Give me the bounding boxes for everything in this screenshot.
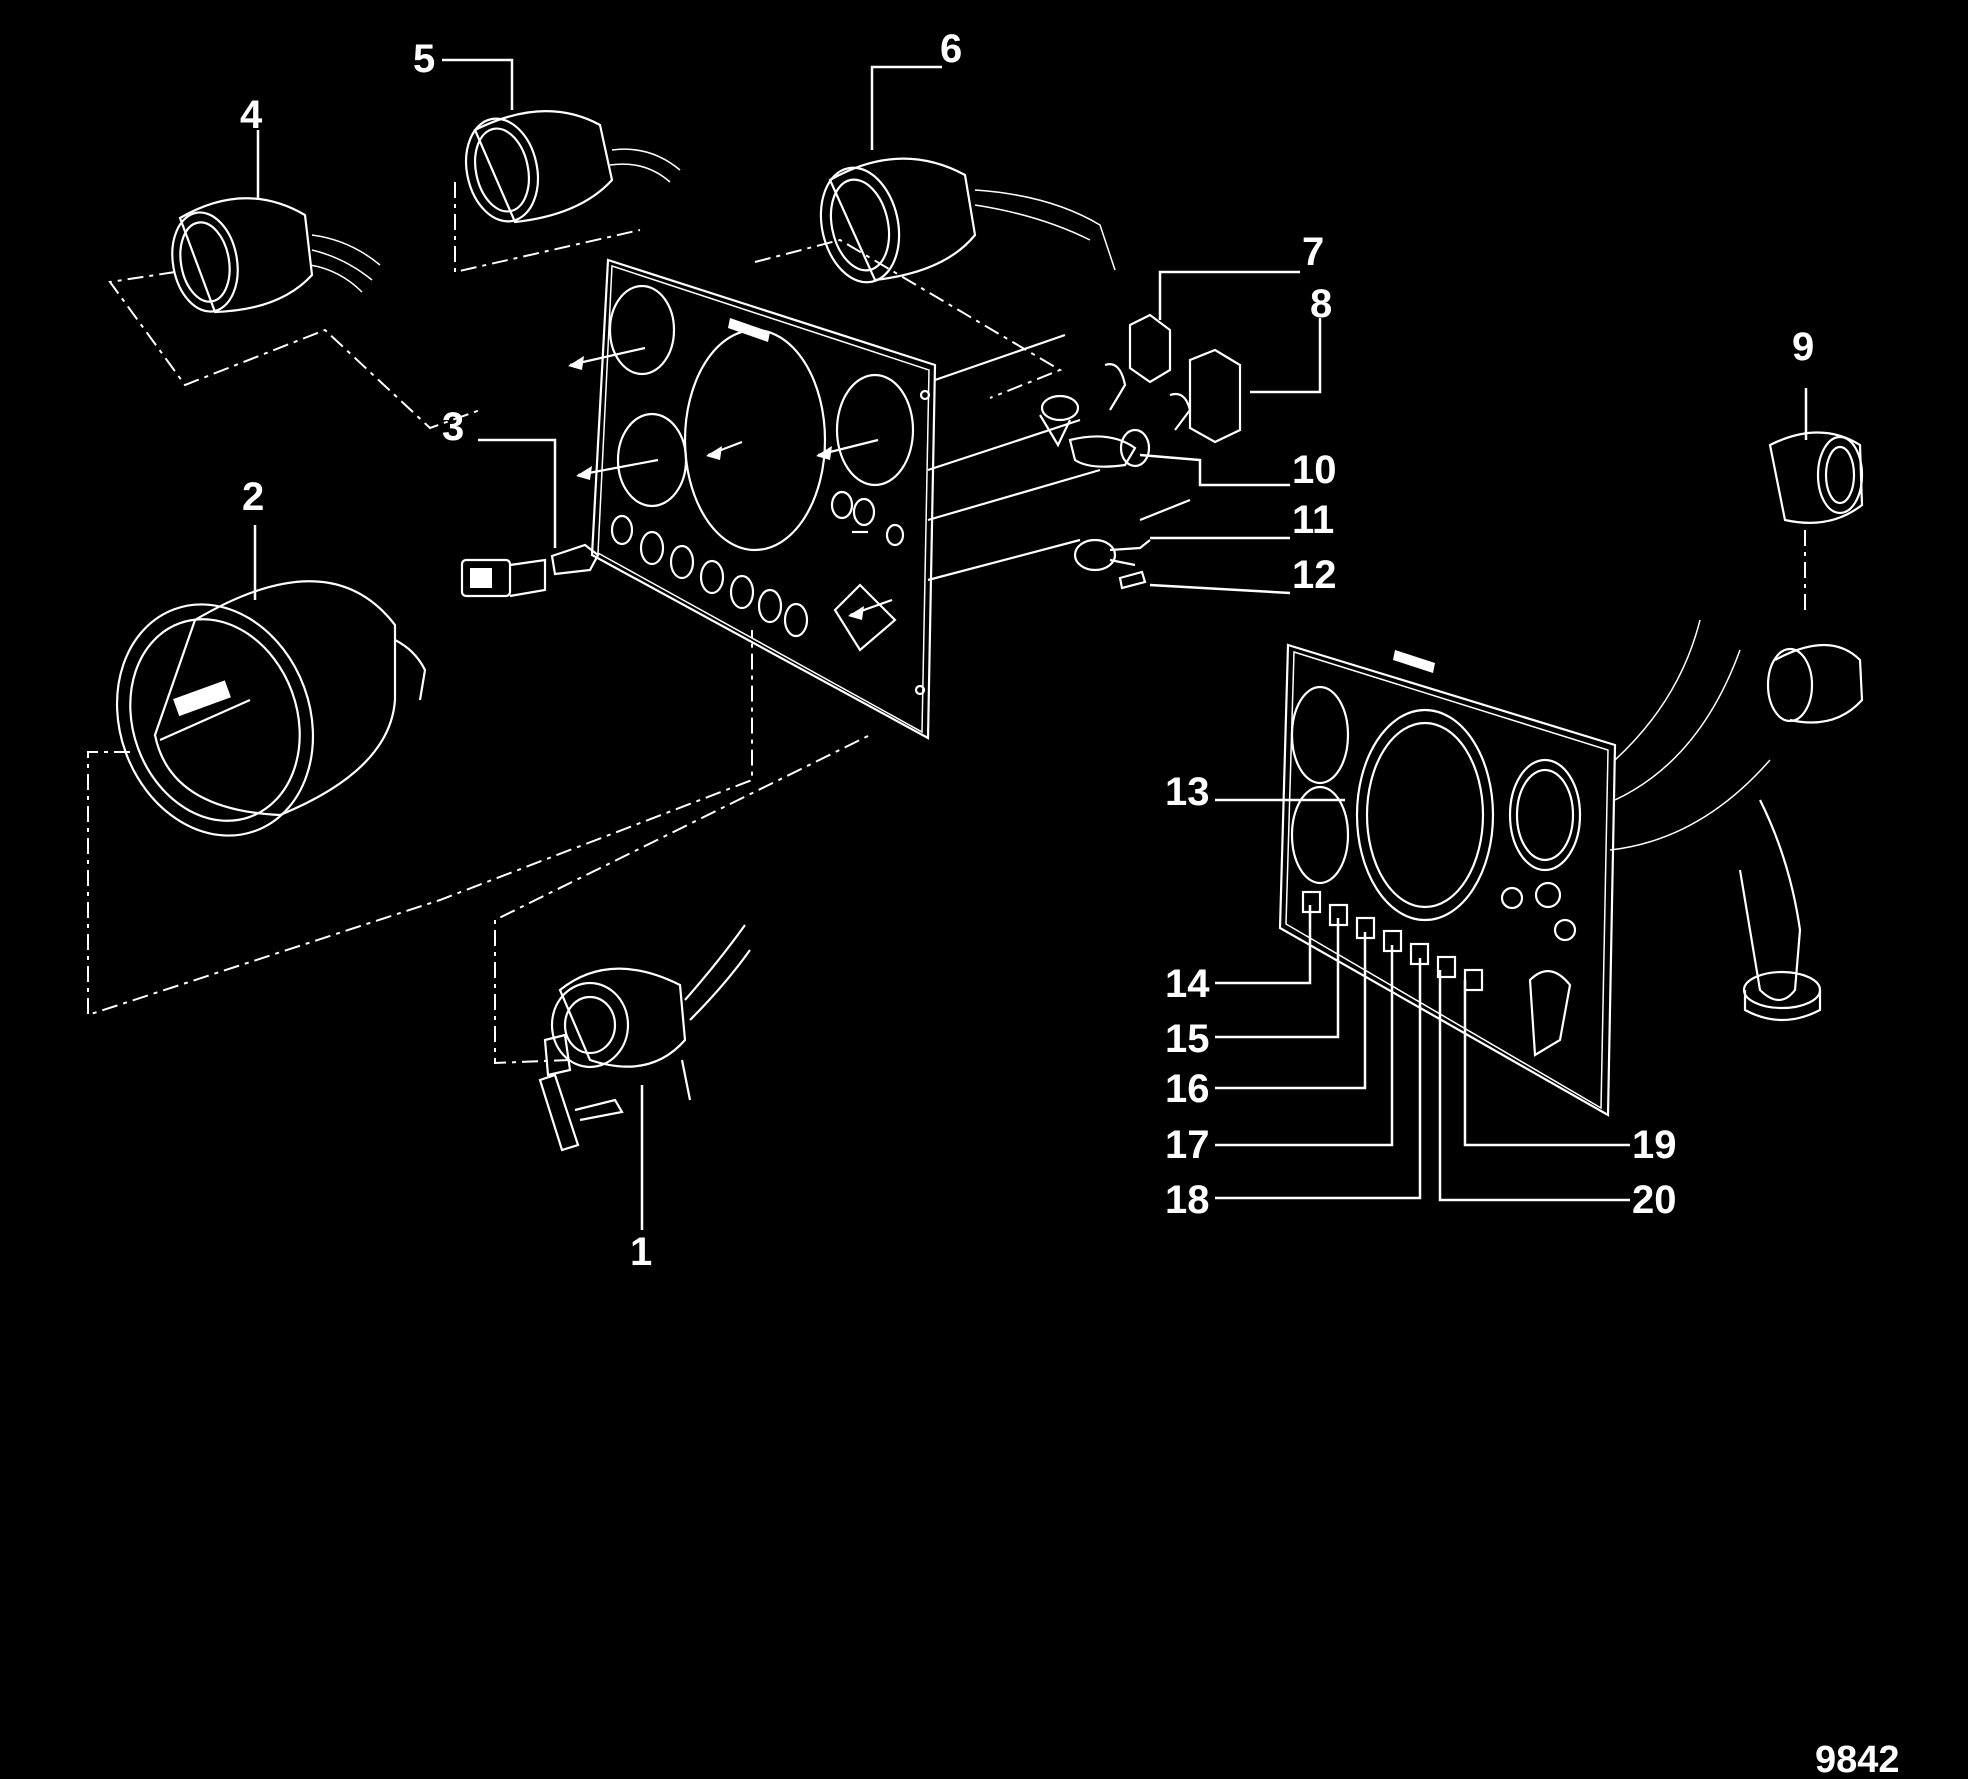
callout-2: 2 — [242, 475, 264, 519]
callout-14: 14 — [1165, 962, 1210, 1006]
callout-16: 16 — [1165, 1067, 1210, 1111]
callout-20: 20 — [1632, 1178, 1677, 1222]
callout-18: 18 — [1165, 1178, 1210, 1222]
callout-6: 6 — [940, 27, 962, 71]
callout-1: 1 — [630, 1230, 652, 1274]
gauge-5 — [464, 110, 681, 224]
gauge-6 — [819, 157, 1116, 284]
assembled-panel — [1278, 619, 1864, 1117]
gauge-9 — [1768, 431, 1864, 524]
callout-17: 17 — [1165, 1123, 1210, 1167]
callout-8: 8 — [1310, 282, 1332, 326]
callout-10: 10 — [1292, 448, 1337, 492]
assembly-lines — [87, 182, 1806, 1065]
ignition-switch-part-1 — [538, 924, 751, 1152]
tachometer-gauge — [115, 580, 427, 837]
callout-4: 4 — [240, 93, 263, 137]
knob-and-fastener — [1068, 428, 1191, 590]
leader-lines — [253, 58, 1808, 1230]
dash-panel — [590, 258, 1101, 740]
callout-12: 12 — [1292, 553, 1337, 597]
callout-13: 13 — [1165, 770, 1210, 814]
callout-5: 5 — [413, 37, 435, 81]
callout-7: 7 — [1302, 230, 1324, 274]
lamp-socket-part-3 — [460, 543, 600, 598]
callout-3: 3 — [442, 405, 464, 449]
callout-15: 15 — [1165, 1017, 1210, 1061]
gauge-4 — [171, 197, 381, 314]
callout-19: 19 — [1632, 1123, 1677, 1167]
figure-id: 9842 — [1815, 1739, 1900, 1779]
callout-11: 11 — [1292, 498, 1334, 542]
callout-labels: 1 2 3 4 5 6 7 8 9 10 11 12 13 14 15 16 1… — [240, 27, 1900, 1779]
toggle-switches — [1039, 313, 1242, 448]
callout-9: 9 — [1792, 325, 1814, 369]
